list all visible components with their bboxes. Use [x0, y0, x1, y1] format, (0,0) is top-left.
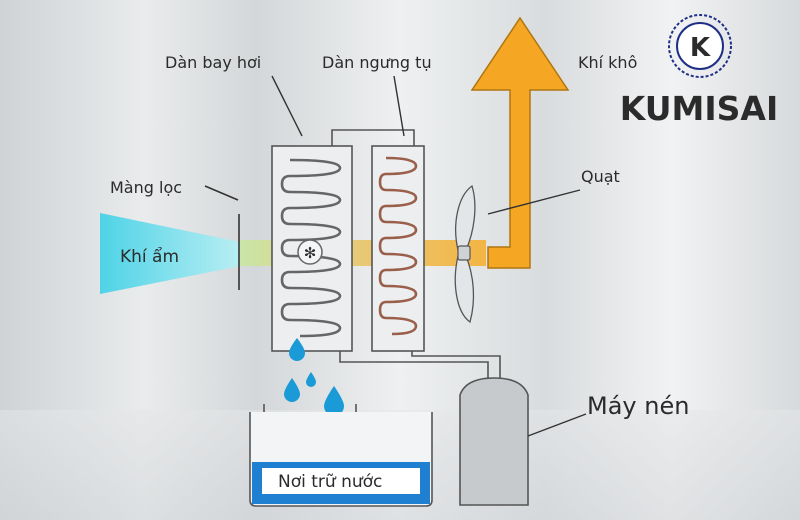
- water-tank: [249, 412, 433, 507]
- water-tank-label: Nơi trữ nước: [278, 472, 382, 492]
- brand-emblem-letter: K: [690, 33, 711, 63]
- humid-air-inlet: [100, 213, 240, 294]
- humid-air-label: Khí ẩm: [120, 246, 179, 267]
- evaporator-leader: [271, 75, 303, 137]
- evaporator-label: Dàn bay hơi: [165, 53, 261, 72]
- fan-leader: [487, 189, 581, 215]
- filter-marker: [204, 185, 240, 290]
- condenser-leader: [393, 75, 405, 137]
- compressor: [459, 377, 529, 506]
- fan-icon: [454, 184, 476, 324]
- compressor-leader: [527, 413, 587, 437]
- evaporator-coil: ✻: [271, 145, 353, 352]
- condenser-coil: [371, 145, 425, 352]
- compressor-label: Máy nén: [587, 392, 689, 420]
- svg-text:✻: ✻: [304, 244, 317, 262]
- dry-air-arrow: [470, 16, 570, 269]
- top-refrigerant-tube: [331, 129, 415, 146]
- brand-name: KUMISAI: [620, 89, 779, 128]
- water-drop-icon: [284, 338, 344, 441]
- filter-label: Màng lọc: [110, 178, 182, 197]
- dry-air-label: Khí khô: [578, 53, 637, 72]
- bottom-refrigerant-tube: [339, 351, 489, 378]
- condenser-label: Dàn ngưng tụ: [322, 53, 432, 72]
- fan-label: Quạt: [581, 167, 620, 186]
- brand-logo: K KUMISAI: [620, 14, 779, 128]
- snowflake-icon: [297, 239, 323, 265]
